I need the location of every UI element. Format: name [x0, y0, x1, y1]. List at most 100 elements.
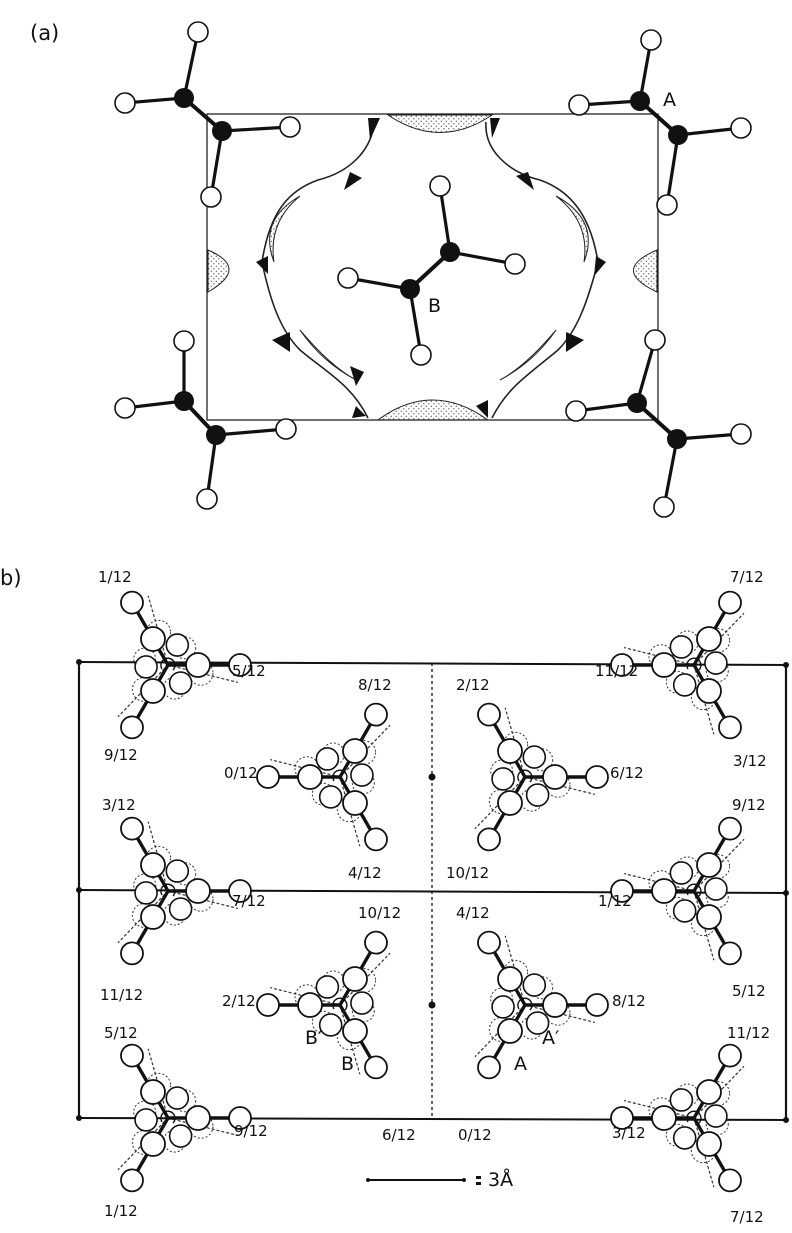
molecules-a [114, 21, 752, 518]
atom [651, 1105, 677, 1131]
hydrogen-atom [568, 94, 590, 116]
terminal-atom [120, 590, 144, 615]
terminal-atom [585, 765, 609, 789]
terminal-atom [256, 765, 280, 789]
panel-a-label: (a) [30, 21, 59, 45]
atom [704, 877, 728, 901]
frac-label: 9/12 [234, 1122, 268, 1140]
hydrogen-atom [200, 186, 222, 208]
hydrogen-atom [410, 344, 432, 366]
frac-label: 6/12 [610, 764, 644, 782]
molecule-trimer [474, 930, 609, 1080]
frac-label: 7/12 [232, 892, 266, 910]
hydrogen-atom [187, 21, 209, 43]
atom-dotted [173, 862, 197, 886]
frac-label: 11/12 [595, 662, 638, 680]
atom-label-B-b: B [341, 1053, 354, 1075]
atom [342, 966, 368, 992]
molecule-trimer [117, 590, 252, 740]
frac-label: 5/12 [232, 662, 266, 680]
terminal-atom [120, 941, 144, 966]
atom [318, 785, 343, 809]
atom [491, 767, 515, 791]
hydrogen-atom [337, 267, 359, 289]
bond [665, 134, 680, 206]
black-cusps [256, 118, 606, 418]
atom-label-A-b: A [514, 1053, 527, 1075]
hydrogen-atom [173, 330, 195, 352]
frac-label: 11/12 [100, 986, 143, 1004]
atom [522, 745, 547, 769]
atom [342, 738, 368, 764]
terminal-atom [477, 930, 501, 955]
atom [165, 859, 190, 883]
atom [672, 1126, 697, 1150]
terminal-atom [610, 1106, 634, 1130]
atom [672, 673, 697, 697]
terminal-atom [477, 702, 501, 727]
ring-arrow [160, 657, 176, 671]
terminal-atom [477, 1055, 501, 1080]
scale-bar-label: 3Å [488, 1168, 513, 1191]
ring-arrow [517, 769, 533, 783]
frac-label: 10/12 [358, 904, 401, 922]
molecule-trimer [117, 1043, 252, 1193]
atom [140, 904, 166, 930]
atom [497, 1018, 523, 1044]
atom [140, 678, 166, 704]
atom [140, 626, 166, 652]
atom [542, 992, 568, 1018]
ring-arrow [686, 657, 702, 671]
terminal-atom [120, 816, 144, 841]
molecule-trimer [256, 702, 391, 852]
terminal-atom [228, 653, 252, 677]
atom-dotted [530, 976, 554, 1000]
bond [449, 250, 516, 266]
hydrogen-atom [275, 418, 297, 440]
terminal-atom [718, 816, 742, 841]
atom [185, 652, 211, 678]
terminal-atom [718, 590, 742, 615]
atom [522, 973, 547, 997]
terminal-atom [718, 1168, 742, 1193]
atom-dotted [173, 1089, 197, 1113]
atom [696, 1079, 722, 1105]
terminal-atom [718, 941, 742, 966]
atom [497, 738, 523, 764]
carbon-atom [400, 279, 420, 299]
terminal-atom [364, 702, 388, 727]
atom [669, 635, 694, 659]
atom [651, 878, 677, 904]
ring-arrow [332, 769, 348, 783]
terminal-atom [364, 827, 388, 852]
atom-label-B-prime: B′ [305, 1027, 322, 1049]
bond [182, 31, 200, 99]
frac-label: 5/12 [732, 982, 766, 1000]
terminal-atom [120, 715, 144, 740]
ring-arrow [686, 1110, 702, 1124]
bond [215, 427, 287, 437]
carbon-atom [206, 425, 226, 445]
atom [134, 881, 158, 905]
atom [185, 1105, 211, 1131]
atom [651, 652, 677, 678]
hydrogen-atom [644, 329, 666, 351]
molecules-b [117, 590, 745, 1193]
atom [696, 852, 722, 878]
frac-label: 9/12 [732, 796, 766, 814]
carbon-atom [668, 125, 688, 145]
frac-label: 7/12 [730, 1208, 764, 1226]
hydrogen-atom [429, 175, 451, 197]
terminal-atom [364, 930, 388, 955]
atom [704, 1104, 728, 1128]
frac-label: 0/12 [458, 1126, 492, 1144]
atom [140, 1079, 166, 1105]
atom [165, 1086, 190, 1110]
ring-arrow [160, 1110, 176, 1124]
atom [696, 904, 722, 930]
molecule-trimer [610, 1043, 745, 1193]
terminal-atom [364, 1055, 388, 1080]
atom [669, 1088, 694, 1112]
carbon-atom [627, 393, 647, 413]
